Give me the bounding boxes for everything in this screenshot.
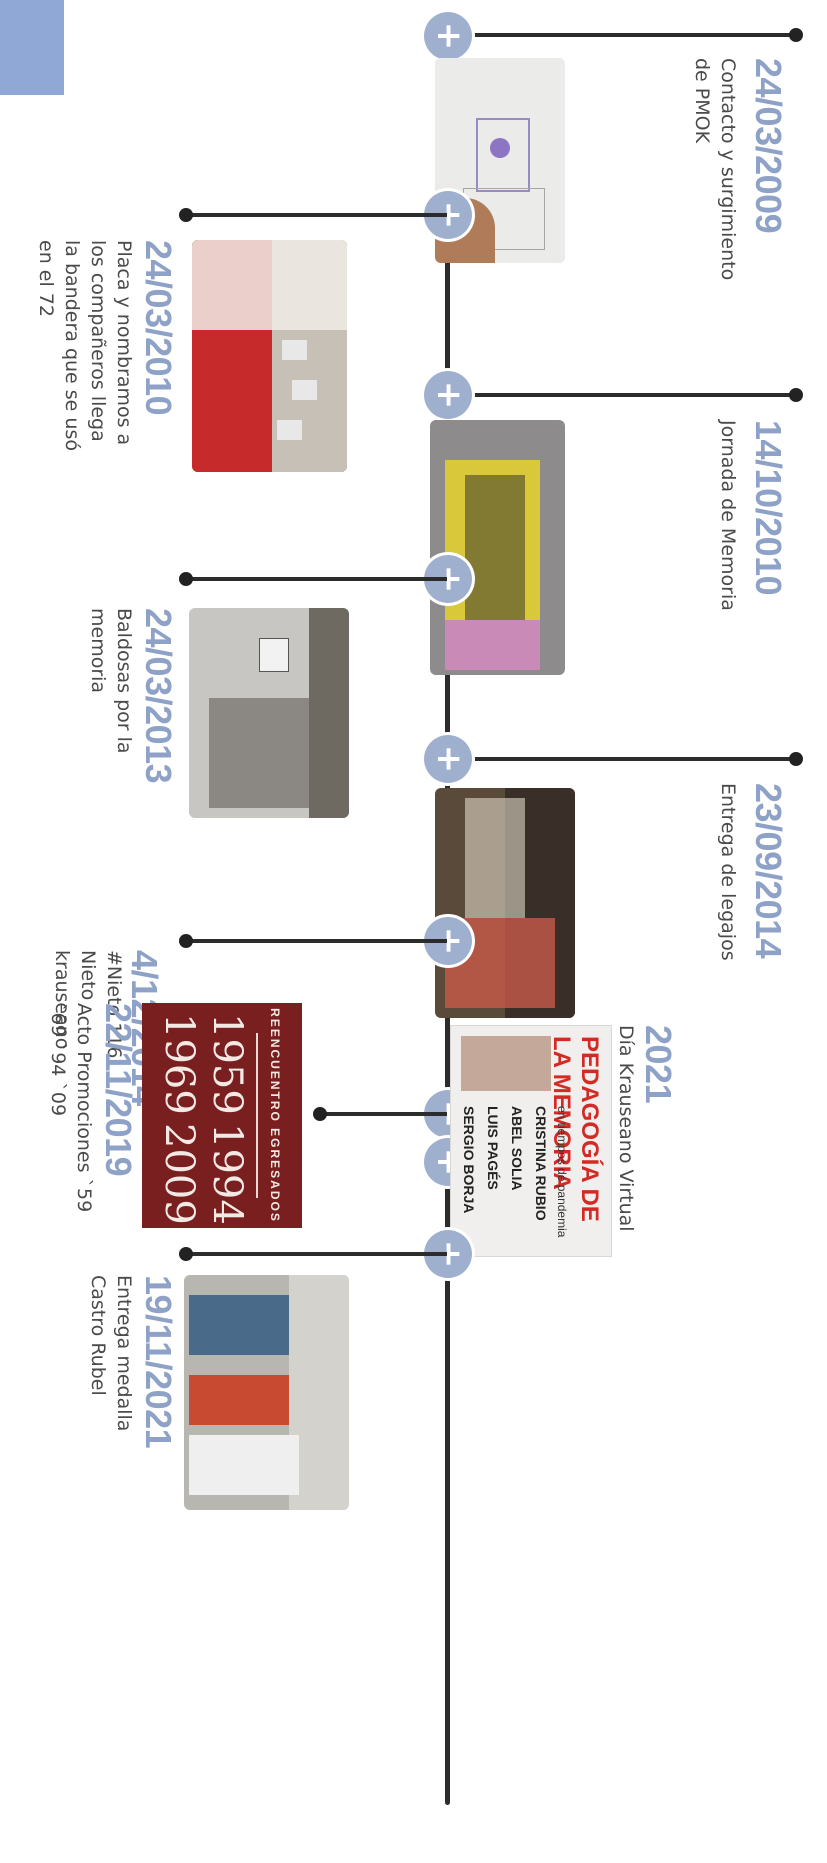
- desc-line: Entrega de legajos: [717, 783, 739, 961]
- poster-year: 1959: [204, 1013, 250, 1115]
- connector-line: [192, 577, 447, 581]
- event-description: Entrega medalla Castro Rubel: [85, 1275, 137, 1505]
- poster-heading: REENCUENTRO EGRESADOS: [268, 1008, 282, 1223]
- plus-icon[interactable]: +: [424, 12, 472, 60]
- poster-subtitle: en tiempos de pandemia: [555, 1106, 569, 1238]
- poster-name: CRISTINA RUBIO: [533, 1106, 549, 1221]
- event-description: Jornada de Memoria: [715, 420, 741, 650]
- desc-line: Placa y nombramos a: [113, 240, 135, 446]
- event-date: 24/03/2010: [138, 240, 179, 416]
- desc-line: Jornada de Memoria: [717, 420, 739, 611]
- desc-line: Contacto y surgimiento: [717, 58, 739, 281]
- connector-line: [447, 393, 797, 397]
- desc-line: los compañeros llega: [87, 240, 109, 442]
- connector-line: [322, 1112, 447, 1116]
- connector-dot: [179, 208, 193, 222]
- poster-year: 1969: [156, 1013, 202, 1115]
- poster-year: 1994: [204, 1123, 250, 1225]
- legajos-event-photo[interactable]: [435, 788, 575, 1018]
- graffiti-mural-photo[interactable]: [430, 420, 565, 675]
- event-date: 24/03/2009: [748, 58, 789, 234]
- desc-line: en el 72: [35, 240, 57, 317]
- connector-dot: [179, 1247, 193, 1261]
- connector-dot: [179, 934, 193, 948]
- poster-year: 2009: [156, 1123, 202, 1225]
- connector-dot: [313, 1107, 327, 1121]
- poster-rule: [256, 1033, 258, 1198]
- baldosas-ceremony-photo[interactable]: [189, 608, 349, 818]
- poster-name: LUIS PAGÉS: [485, 1106, 501, 1190]
- reencuentro-poster[interactable]: REENCUENTRO EGRESADOS 1959 1994 1969 200…: [142, 1003, 302, 1228]
- portrait-collage: [461, 1036, 551, 1091]
- poster-name: SERGIO BORJA: [461, 1106, 477, 1214]
- desc-line: Entrega medalla: [113, 1275, 135, 1432]
- event-description: Placa y nombramos a los compañeros llega…: [33, 240, 137, 470]
- connector-line: [192, 213, 447, 217]
- event-description: Acto Promociones `59 `69 `94 `09: [45, 1003, 97, 1233]
- connector-dot: [789, 28, 803, 42]
- event-date: 19/11/2021: [138, 1275, 179, 1449]
- corner-accent-block: [0, 0, 64, 95]
- desc-line: Acto Promociones `59: [73, 1003, 95, 1213]
- desc-line: Día Krauseano Virtual: [615, 1025, 637, 1232]
- connector-dot: [179, 572, 193, 586]
- connector-line: [447, 33, 797, 37]
- event-description: Baldosas por la memoria: [85, 608, 137, 808]
- poster-name: ABEL SOLIA: [509, 1106, 525, 1191]
- desc-line: la bandera que se usó: [61, 240, 83, 451]
- event-date: 14/10/2010: [748, 420, 789, 596]
- medal-ceremony-photo[interactable]: [184, 1275, 349, 1510]
- event-description: Contacto y surgimiento de PMOK: [689, 58, 741, 288]
- desc-line: memoria: [87, 608, 109, 694]
- desc-line: de PMOK: [691, 58, 713, 144]
- desc-line: Baldosas por la: [113, 608, 135, 754]
- plus-icon[interactable]: +: [424, 735, 472, 783]
- event-description: Entrega de legajos: [715, 783, 741, 1013]
- event-date: 22/11/2019: [98, 1003, 139, 1177]
- event-description: Día Krauseano Virtual: [613, 1025, 639, 1255]
- plus-icon[interactable]: +: [424, 371, 472, 419]
- connector-dot: [789, 752, 803, 766]
- desc-line: `69 `94 `09: [47, 1003, 69, 1117]
- desc-line: Castro Rubel: [87, 1275, 109, 1396]
- connector-line: [192, 939, 447, 943]
- event-date: 24/03/2013: [138, 608, 179, 784]
- connector-line: [192, 1252, 447, 1256]
- pedagogia-poster[interactable]: PEDAGOGÍA DE LA MEMORIA en tiempos de pa…: [450, 1025, 612, 1257]
- event-date: 23/09/2014: [748, 783, 789, 959]
- connector-dot: [789, 388, 803, 402]
- event-date: 2021: [638, 1025, 679, 1104]
- flag-and-plaque-photo[interactable]: [192, 240, 347, 472]
- connector-line: [447, 757, 797, 761]
